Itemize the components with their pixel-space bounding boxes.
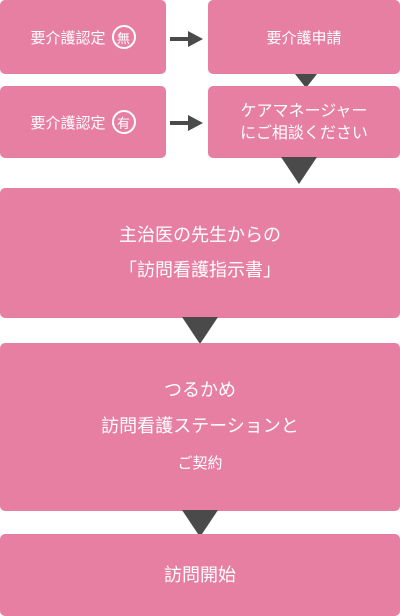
contract-line1: つるかめ (164, 380, 236, 401)
cert-yes-box: 要介護認定 有 (0, 86, 166, 158)
apply-label: 要介護申請 (266, 28, 342, 47)
doctor-line2: 「訪問看護指示書」 (119, 260, 281, 281)
visit-start-box: 訪問開始 (0, 534, 400, 616)
care-manager-line1: ケアマネージャー (240, 101, 368, 120)
cert-none-label: 要介護認定 (30, 28, 106, 47)
arrow-down-icon (182, 317, 218, 344)
contract-line3: ご契約 (177, 454, 223, 472)
contract-line2: 訪問看護ステーションと (101, 416, 299, 437)
arrow-down-icon (281, 157, 317, 184)
cert-yes-label: 要介護認定 (30, 113, 106, 132)
apply-box: 要介護申請 (208, 0, 400, 74)
arrow-down-icon (182, 510, 218, 537)
arrow-right-icon (170, 115, 203, 131)
contract-box: つるかめ 訪問看護ステーションと ご契約 (0, 343, 400, 511)
care-manager-line2: にご相談ください (240, 123, 368, 142)
arrow-right-icon (170, 31, 203, 47)
arrow-down-icon (295, 74, 317, 88)
yes-badge: 有 (111, 110, 136, 134)
care-manager-box: ケアマネージャー にご相談ください (208, 86, 400, 158)
visit-start-label: 訪問開始 (164, 564, 236, 586)
doctor-instruction-box: 主治医の先生からの 「訪問看護指示書」 (0, 188, 400, 318)
cert-none-box: 要介護認定 無 (0, 0, 166, 74)
none-badge: 無 (111, 25, 136, 49)
doctor-line1: 主治医の先生からの (119, 225, 281, 246)
